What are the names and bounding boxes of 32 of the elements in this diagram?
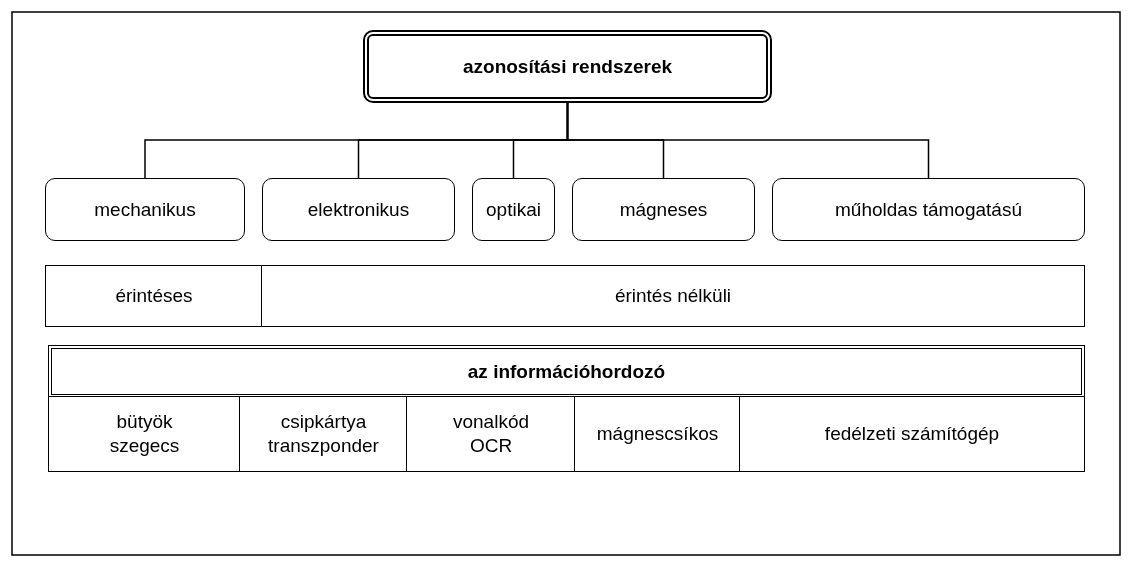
node-label: OCR — [469, 434, 513, 458]
node-label: szegecs — [109, 434, 180, 458]
node-label: az információhordozó — [467, 359, 666, 384]
category-box — [772, 178, 1085, 241]
carrier-cell — [739, 396, 1085, 472]
node-label: mágneses — [619, 197, 708, 222]
carrier-cell — [239, 396, 408, 472]
node-label: transzponder — [268, 434, 379, 458]
connector-line — [566, 102, 930, 179]
root-box — [363, 30, 772, 103]
node-label: elektronikus — [307, 197, 410, 222]
node-label: vonalkód — [452, 410, 530, 434]
header-band — [48, 345, 1085, 398]
node-label: bütyök — [116, 410, 173, 434]
contact-band — [261, 265, 1085, 327]
node-label: érintéses — [115, 284, 193, 308]
node-label: érintés nélküli — [614, 284, 732, 308]
carrier-cell — [574, 396, 741, 472]
node-label: mágnescsíkos — [596, 422, 719, 446]
category-box — [262, 178, 455, 241]
category-box — [45, 178, 245, 241]
carrier-cell — [406, 396, 576, 472]
node-label: műholdas támogatású — [835, 197, 1022, 222]
category-box — [572, 178, 755, 241]
contact-band — [45, 265, 263, 327]
node-label: azonosítási rendszerek — [462, 54, 673, 79]
category-box — [472, 178, 555, 241]
node-label: csipkártya — [280, 410, 367, 434]
node-label: optikai — [486, 197, 541, 222]
carrier-cell — [48, 396, 241, 472]
node-label: fedélzeti számítógép — [824, 422, 1000, 446]
node-label: mechanikus — [94, 197, 196, 222]
